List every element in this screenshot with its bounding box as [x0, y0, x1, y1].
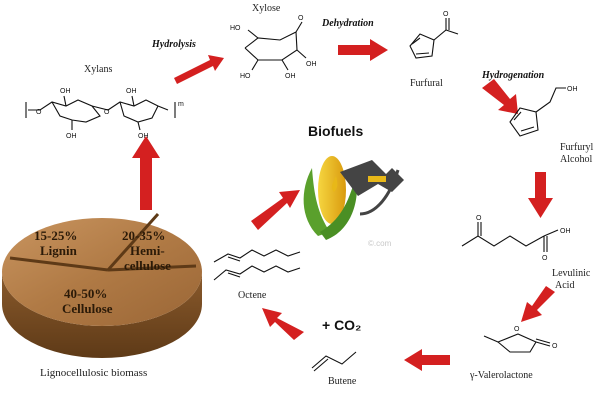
- cellulose-percent: 40-50%: [64, 286, 107, 301]
- xylose-ho-2: HO: [240, 73, 251, 80]
- label-co2: + CO₂: [322, 317, 361, 333]
- xylose-structure: O HO HO OH OH: [230, 15, 317, 80]
- hemicellulose-label-2: cellulose: [124, 258, 171, 273]
- gvl-structure: O O: [483, 326, 558, 353]
- label-levulinic-1: Levulinic: [552, 268, 591, 279]
- xylans-oh-1: OH: [60, 88, 71, 95]
- xylans-structure: O O OH OH OH OH m: [25, 88, 184, 140]
- label-xylans: Xylans: [84, 64, 112, 75]
- wood-side: [2, 272, 202, 358]
- lignin-percent: 15-25%: [34, 228, 77, 243]
- levulinic-oh: OH: [560, 228, 571, 235]
- step-hydrogenation: Hydrogenation: [481, 70, 545, 81]
- corn-leaf-right: [320, 176, 357, 240]
- arrow-hydrogenation: [482, 79, 518, 114]
- label-biomass: Lignocellulosic biomass: [40, 367, 147, 379]
- furfuryl-oh: OH: [567, 86, 578, 93]
- nozzle-handle: [368, 176, 386, 182]
- xylans-repeat-m: m: [178, 101, 184, 108]
- label-octene: Octene: [238, 290, 267, 301]
- corn-leaf-left: [303, 168, 330, 236]
- hemicellulose-percent: 20-35%: [122, 228, 165, 243]
- levulinic-ketone-o: O: [476, 215, 482, 222]
- arrow-to-octene: [262, 308, 304, 340]
- arrow-to-butene: [404, 349, 450, 371]
- label-xylose: Xylose: [252, 3, 281, 14]
- octene-structure: [213, 249, 301, 281]
- fuel-drop: [331, 176, 338, 192]
- xylans-oh-4: OH: [138, 133, 149, 140]
- xylans-oh-3: OH: [126, 88, 137, 95]
- label-butene: Butene: [328, 376, 357, 387]
- wood-top: [2, 218, 202, 326]
- label-gvl: γ-Valerolactone: [469, 370, 533, 381]
- cellulose-label: Cellulose: [62, 301, 113, 316]
- biomass-wood-disc: 15-25% Lignin 20-35% Hemi- cellulose 40-…: [2, 213, 202, 358]
- label-levulinic-2: Acid: [555, 280, 574, 291]
- corn-fuel-nozzle-graphic: [303, 156, 404, 240]
- furfuryl-alcohol-structure: OH: [509, 86, 578, 137]
- arrow-to-biofuels: [251, 190, 300, 230]
- xylose-oh-4: OH: [306, 61, 317, 68]
- label-furfural: Furfural: [410, 78, 443, 89]
- butene-structure: [311, 351, 357, 372]
- arrow-to-gvl: [521, 286, 555, 322]
- xylans-o-2: O: [104, 109, 110, 116]
- arrow-to-levulinic: [528, 172, 553, 218]
- furfural-carbonyl-o: O: [443, 11, 449, 18]
- furfural-structure: O: [409, 11, 459, 59]
- gvl-carbonyl-o: O: [552, 343, 558, 350]
- wood-crack-1: [9, 256, 109, 272]
- arrow-biomass-to-xylans: [132, 136, 160, 210]
- label-biofuels: Biofuels: [308, 123, 363, 139]
- watermark: ©.com: [368, 239, 392, 248]
- xylose-ring-o: O: [298, 15, 304, 22]
- levulinic-acid-o: O: [542, 255, 548, 262]
- xylans-oh-2: OH: [66, 133, 77, 140]
- reaction-arrows: [132, 39, 555, 371]
- wood-crack-2: [106, 213, 160, 271]
- levulinic-acid-structure: O OH O: [461, 215, 571, 262]
- step-hydrolysis: Hydrolysis: [151, 39, 196, 50]
- wood-crack-3: [107, 264, 197, 272]
- arrow-dehydration: [338, 39, 388, 61]
- xylose-oh-3: OH: [285, 73, 296, 80]
- lignin-label: Lignin: [40, 243, 78, 258]
- label-furfuryl-1: Furfuryl: [560, 142, 594, 153]
- gvl-ring-o: O: [514, 326, 520, 333]
- arrow-hydrolysis: [174, 55, 224, 84]
- hemicellulose-label-1: Hemi-: [130, 243, 165, 258]
- label-furfuryl-2: Alcohol: [560, 154, 592, 165]
- step-dehydration: Dehydration: [321, 18, 374, 29]
- corn-cob: [318, 156, 346, 224]
- xylans-o-1: O: [36, 109, 42, 116]
- xylose-ho-1: HO: [230, 25, 241, 32]
